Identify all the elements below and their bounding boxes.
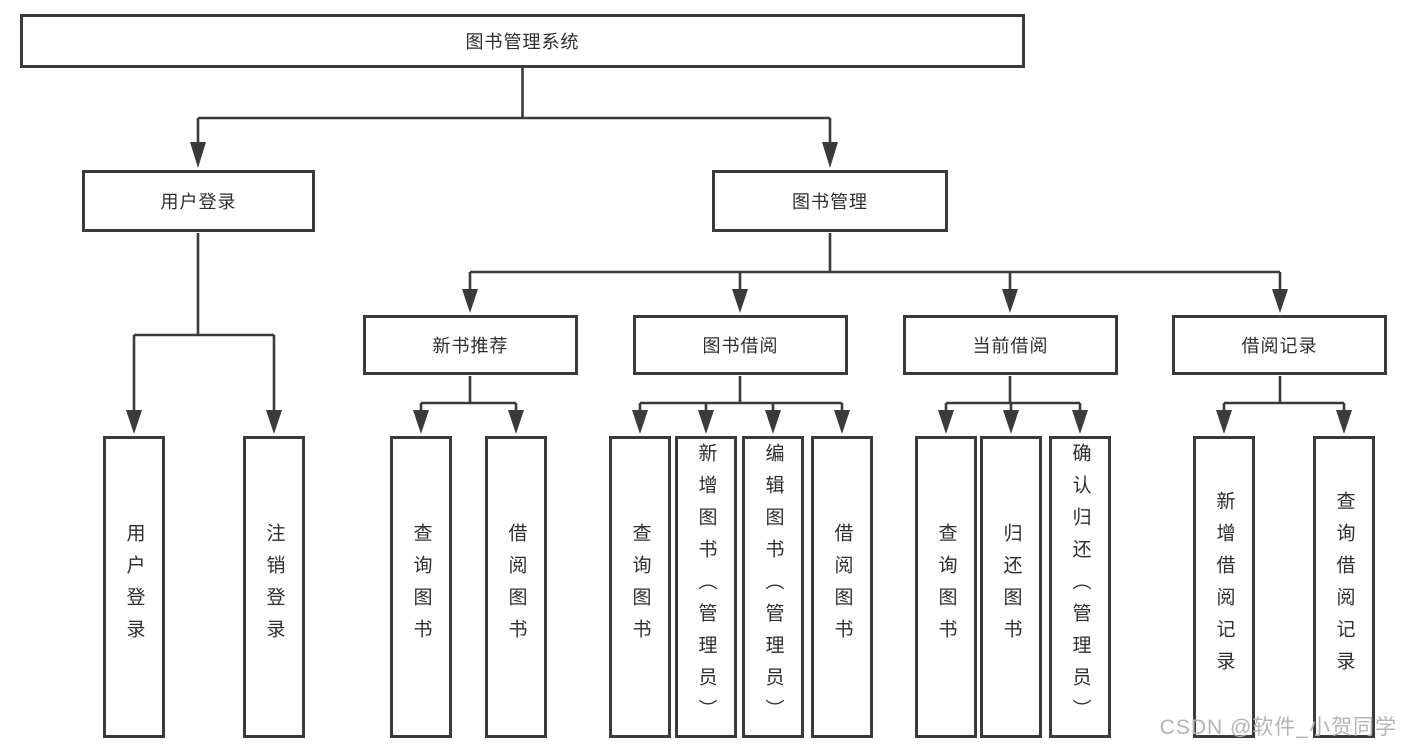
node-label: 图书借阅 (702, 336, 779, 356)
node-label: 借阅图书 (831, 523, 853, 651)
leaf-query-books-recommend: 查询图书 (390, 436, 452, 738)
node-book-borrowing: 图书借阅 (633, 315, 848, 375)
node-label: 图书管理 (792, 192, 868, 212)
leaf-user-login: 用户登录 (103, 436, 165, 738)
leaf-edit-book-admin: 编辑图书（管理员） (742, 436, 804, 738)
node-label: 确认归还（管理员） (1069, 443, 1091, 731)
node-label: 归还图书 (1000, 523, 1022, 651)
node-label: 用户登录 (160, 192, 237, 212)
node-label: 图书管理系统 (465, 32, 580, 52)
node-user-login: 用户登录 (82, 170, 315, 232)
node-label: 查询图书 (935, 523, 957, 651)
leaf-query-borrow-record: 查询借阅记录 (1313, 436, 1375, 738)
node-label: 编辑图书（管理员） (762, 443, 784, 731)
watermark: CSDN @软件_小贺同学 (1159, 716, 1397, 739)
leaf-confirm-return-admin: 确认归还（管理员） (1049, 436, 1111, 738)
leaf-add-borrow-record: 新增借阅记录 (1193, 436, 1255, 738)
node-label: 查询借阅记录 (1333, 491, 1355, 683)
leaf-logout: 注销登录 (243, 436, 305, 738)
node-library-management-system: 图书管理系统 (20, 14, 1025, 68)
node-label: 借阅记录 (1241, 336, 1318, 356)
node-label: 新书推荐 (432, 336, 509, 356)
node-label: 查询图书 (629, 523, 651, 651)
node-current-borrowing: 当前借阅 (903, 315, 1118, 375)
leaf-borrow-books-recommend: 借阅图书 (485, 436, 547, 738)
node-label: 查询图书 (410, 523, 432, 651)
node-label: 新增图书（管理员） (695, 443, 717, 731)
node-book-management: 图书管理 (712, 170, 948, 232)
node-new-book-recommendation: 新书推荐 (363, 315, 578, 375)
leaf-query-books-current: 查询图书 (915, 436, 977, 738)
leaf-borrow-books-borrowing: 借阅图书 (811, 436, 873, 738)
node-borrowing-records: 借阅记录 (1172, 315, 1387, 375)
leaf-return-book: 归还图书 (980, 436, 1042, 738)
leaf-add-book-admin: 新增图书（管理员） (675, 436, 737, 738)
leaf-query-books-borrowing: 查询图书 (609, 436, 671, 738)
node-label: 当前借阅 (972, 336, 1049, 356)
node-label: 借阅图书 (505, 523, 527, 651)
node-label: 注销登录 (263, 523, 285, 651)
node-label: 用户登录 (123, 523, 145, 651)
node-label: 新增借阅记录 (1213, 491, 1235, 683)
